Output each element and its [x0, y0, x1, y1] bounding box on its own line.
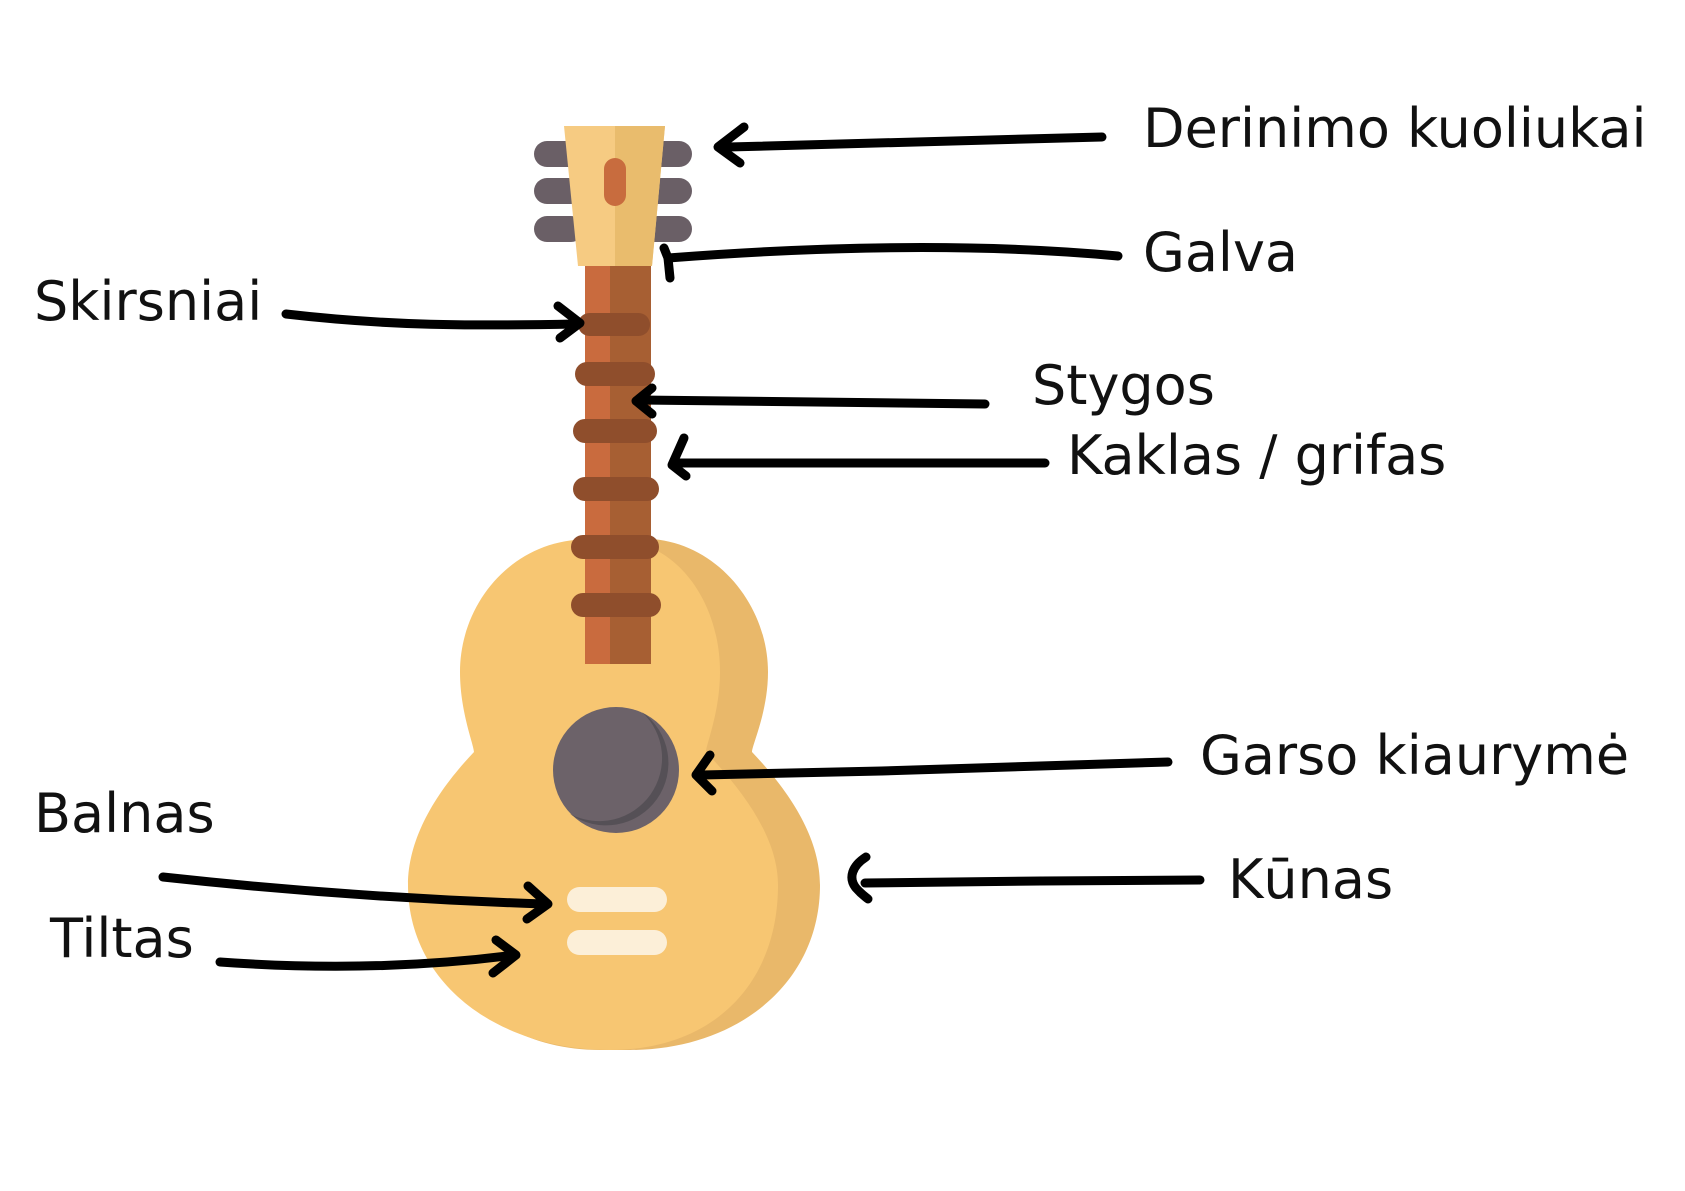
fret: [573, 477, 659, 501]
arrow-body: [847, 852, 1205, 904]
label-saddle: Balnas: [34, 782, 215, 845]
tuning-peg: [534, 216, 584, 242]
label-neck: Kaklas / grifas: [1067, 424, 1446, 487]
label-body: Kūnas: [1228, 848, 1393, 911]
label-tuning-pegs: Derinimo kuoliukai: [1143, 97, 1647, 160]
label-strings: Stygos: [1032, 354, 1215, 417]
labels: Derinimo kuoliukai Galva Skirsniai Stygo…: [34, 97, 1647, 970]
bridge-bar: [567, 930, 667, 955]
headstock: [564, 126, 665, 266]
arrow-head: [659, 243, 1123, 283]
arrow-frets: [281, 301, 585, 343]
label-frets: Skirsniai: [34, 270, 262, 333]
arrow-neck: [667, 433, 1050, 481]
arrow-saddle: [158, 872, 553, 924]
headstock-slot: [604, 158, 626, 206]
fret: [571, 535, 659, 559]
frets: [571, 313, 661, 617]
arrows: [158, 122, 1205, 978]
label-sound-hole: Garso kiaurymė: [1200, 724, 1629, 787]
label-head: Galva: [1143, 221, 1298, 284]
sound-hole: [553, 707, 679, 833]
arrow-sound-hole: [691, 750, 1173, 796]
guitar-illustration: [408, 126, 820, 1050]
fret: [575, 362, 655, 386]
label-bridge: Tiltas: [49, 907, 194, 970]
arrow-tuning-pegs: [713, 122, 1107, 168]
fret: [573, 419, 657, 443]
arrow-strings: [631, 383, 990, 419]
arrow-bridge: [215, 935, 521, 978]
fret: [578, 313, 650, 336]
fret: [571, 593, 661, 617]
saddle-bar: [567, 887, 667, 912]
